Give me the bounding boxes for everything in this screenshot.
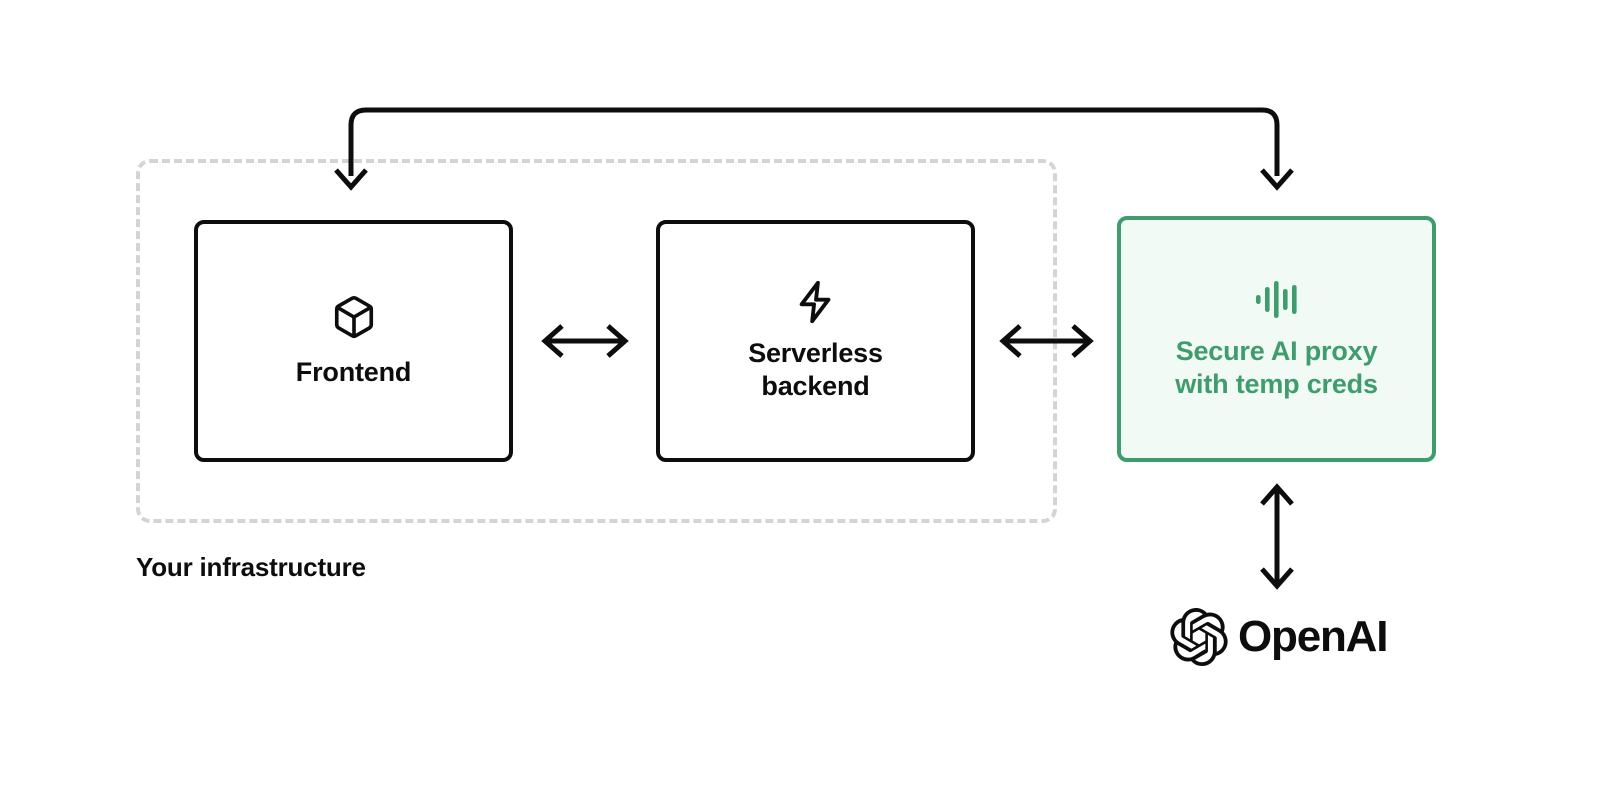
node-proxy[interactable]: Secure AI proxy with temp creds (1117, 216, 1436, 462)
node-frontend-label: Frontend (295, 356, 412, 387)
backend-proxy-arrowhead-right (1071, 324, 1094, 358)
openai-blossom-logo (1170, 608, 1228, 667)
node-backend[interactable]: Serverless backend (656, 220, 975, 462)
frontend-backend-arrowhead-right (606, 324, 629, 358)
frontend-backend-arrowhead-left (541, 324, 564, 358)
lightning-bolt-icon (793, 279, 839, 325)
overhead-bracket-line (348, 107, 1280, 176)
node-frontend[interactable]: Frontend (194, 220, 513, 462)
overhead-arrowhead-right (1260, 168, 1294, 191)
backend-proxy-arrowhead-left (999, 324, 1022, 358)
openai-brand-lockup: OpenAI (1170, 608, 1388, 667)
your-infrastructure-label: Your infrastructure (136, 552, 366, 582)
proxy-openai-arrowhead-up (1260, 483, 1294, 506)
node-proxy-label: Secure AI proxy with temp creds (1175, 336, 1378, 399)
openai-wordmark: OpenAI (1238, 612, 1388, 661)
node-backend-label: Serverless backend (748, 338, 883, 401)
overhead-arrowhead-left (334, 168, 368, 191)
proxy-openai-arrowhead-down (1260, 567, 1294, 590)
audio-waveform-icon (1252, 277, 1302, 321)
cube-icon (331, 294, 377, 340)
